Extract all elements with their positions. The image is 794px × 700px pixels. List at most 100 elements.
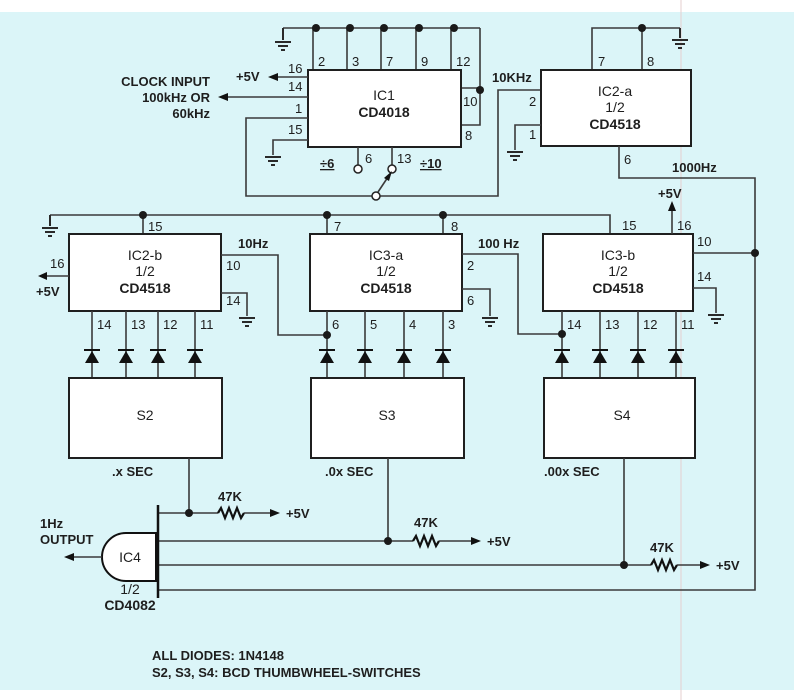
pin-label: 14 [567,317,581,332]
pin-label: 10 [226,258,240,273]
switch-s2[interactable]: S2 [68,377,223,459]
junction-dot [415,24,423,32]
switch-s4[interactable]: S4 [543,377,696,459]
switch-s3[interactable]: S3 [310,377,465,459]
junction-dot [439,211,447,219]
junction-dot [323,331,331,339]
pin-label: 11 [200,317,214,332]
ic4-and-gate: IC4 1/2 CD4082 [101,505,160,613]
pin-label: 2 [529,94,536,109]
ground-icon [708,314,724,324]
ic2a-chip [540,69,692,147]
junction-dot [751,249,759,257]
pin-label: 7 [386,54,393,69]
pin-label: 6 [332,317,339,332]
pin-label: 15 [622,218,636,233]
diode-icon [357,349,373,363]
arrow-icon [668,201,676,211]
note-diodes: ALL DIODES: 1N4148 [152,648,284,663]
switch-contact-6[interactable] [353,164,363,174]
switch-s3-range: .0x SEC [325,464,374,479]
ic3a-group: IC3-a 1/2 CD4518 7 8 2 6 100 Hz [309,219,562,335]
ic2a-part: CD4518 [589,116,641,132]
junction-dot [558,330,566,338]
pin-label: 1 [295,101,302,116]
diode-icon [118,349,134,363]
ic2b-group: IC2-b 1/2 CD4518 15 16 +5V 10 14 10Hz [36,219,327,336]
ic1-part: CD4018 [358,104,410,120]
pin-label: 6 [365,151,372,166]
resistor-r2-supply: +5V [487,534,511,549]
resistor-r2-value: 47K [414,515,438,530]
divide-by-10-label: ÷10 [420,156,442,171]
diode-icon [319,349,335,363]
switch-contact-10[interactable] [387,164,397,174]
pin-label: 8 [451,219,458,234]
ic3a-name: IC3-a [369,247,403,263]
output-label: OUTPUT [40,532,94,547]
ic3b-part: CD4518 [592,280,644,296]
ic2b-name: IC2-b [128,247,162,263]
pin-label: 3 [352,54,359,69]
ic1-name: IC1 [373,87,395,103]
ground-icon [239,317,255,327]
arrow-icon [700,561,710,569]
ic4-part: CD4082 [104,597,156,613]
ic2a-half: 1/2 [605,99,625,115]
vcc-label: +5V [658,186,682,201]
ic3b-chip [542,233,694,312]
pin-label: 16 [288,61,302,76]
pin-label: 2 [318,54,325,69]
diode-icon [592,349,608,363]
ic3b-group: IC3-b 1/2 CD4518 15 16 +5V 10 14 [542,186,759,324]
junction-dot [346,24,354,32]
junction-dot [476,86,484,94]
junction-dot [620,561,628,569]
pin-label: 8 [465,128,472,143]
pin-label: 9 [421,54,428,69]
arrow-icon [471,537,481,545]
ic3a-part: CD4518 [360,280,412,296]
pin-label: 3 [448,317,455,332]
pin-label: 6 [467,293,474,308]
ground-icon [265,156,281,166]
switch-s4-range: .00x SEC [544,464,600,479]
pin-label: 14 [288,79,302,94]
arrow-icon [384,171,392,181]
pin-label: 14 [97,317,111,332]
resistor-icon [217,505,245,521]
ic2b-half: 1/2 [135,263,155,279]
arrow-icon [270,509,280,517]
switch-s2-label: S2 [136,407,153,423]
diode-icon [396,349,412,363]
pin-label: 6 [624,152,631,167]
junction-dot [380,24,388,32]
junction-dot [139,211,147,219]
resistor-icon [412,533,440,549]
ic4-name: IC4 [119,549,141,565]
pin-label: 13 [131,317,145,332]
junction-dot [638,24,646,32]
diode-icon [150,349,166,363]
vcc-label: +5V [36,284,60,299]
pin-label: 10 [463,94,477,109]
ic3a-half: 1/2 [376,263,396,279]
arrow-icon [38,272,47,280]
switch-s4-label: S4 [613,407,630,423]
arrow-icon [64,553,74,561]
clock-input-label: CLOCK INPUT [121,74,210,89]
ic3b-name: IC3-b [601,247,635,263]
diode-icon [668,349,684,363]
pin-label: 7 [334,219,341,234]
ic4-half: 1/2 [120,581,140,597]
pin-label: 15 [288,122,302,137]
clock-freq-label: 100kHz OR [142,90,211,105]
pin-label: 2 [467,258,474,273]
pin-label: 7 [598,54,605,69]
clock-freq-label-2: 60kHz [172,106,210,121]
switch-common [371,191,381,201]
ic2a-group: 10KHz IC2-a 1/2 CD4518 7 8 2 1 6 1000Hz [158,24,756,591]
freq-label-1000hz: 1000Hz [672,160,717,175]
pin-label: 14 [226,293,240,308]
